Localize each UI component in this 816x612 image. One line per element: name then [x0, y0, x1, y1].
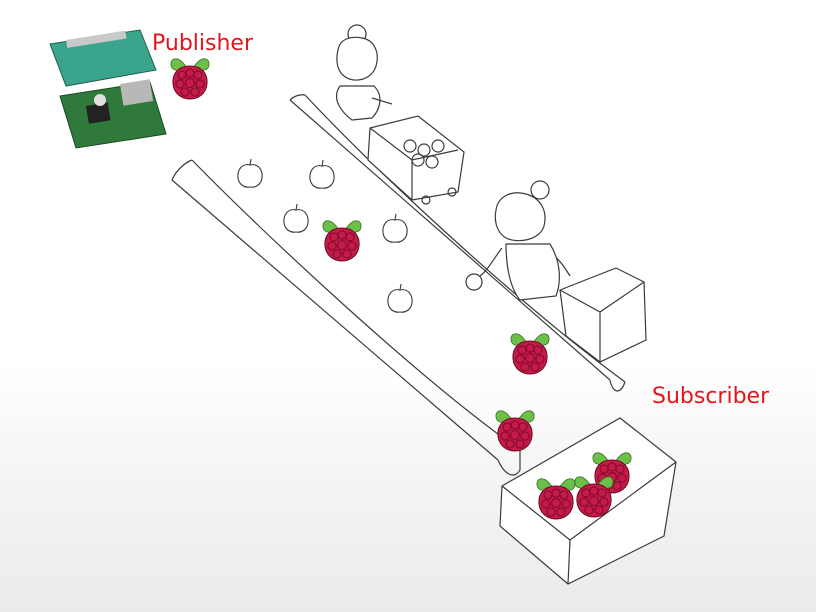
raspberry-pi-logo-icon	[170, 58, 210, 100]
raspberry-pi-logo-icon	[322, 220, 362, 262]
raspberry-pi-board-icon	[49, 29, 167, 149]
publisher-label: Publisher	[152, 31, 253, 56]
apple-sketch-icon	[309, 159, 335, 189]
cart-icon	[367, 115, 465, 205]
subscriber-label: Subscriber	[652, 384, 770, 409]
apple-sketch-icon	[382, 213, 408, 243]
raspberry-pi-logo-icon	[510, 333, 550, 375]
apple-sketch-icon	[387, 283, 413, 313]
apple-sketch-icon	[283, 203, 309, 233]
conveyor-belt	[171, 94, 626, 476]
worker-figure-icon	[465, 180, 571, 301]
apple-sketch-icon	[237, 158, 263, 188]
box-icon	[559, 267, 647, 363]
worker-figure-icon	[335, 24, 393, 121]
raspberry-pi-logo-icon	[495, 410, 535, 452]
